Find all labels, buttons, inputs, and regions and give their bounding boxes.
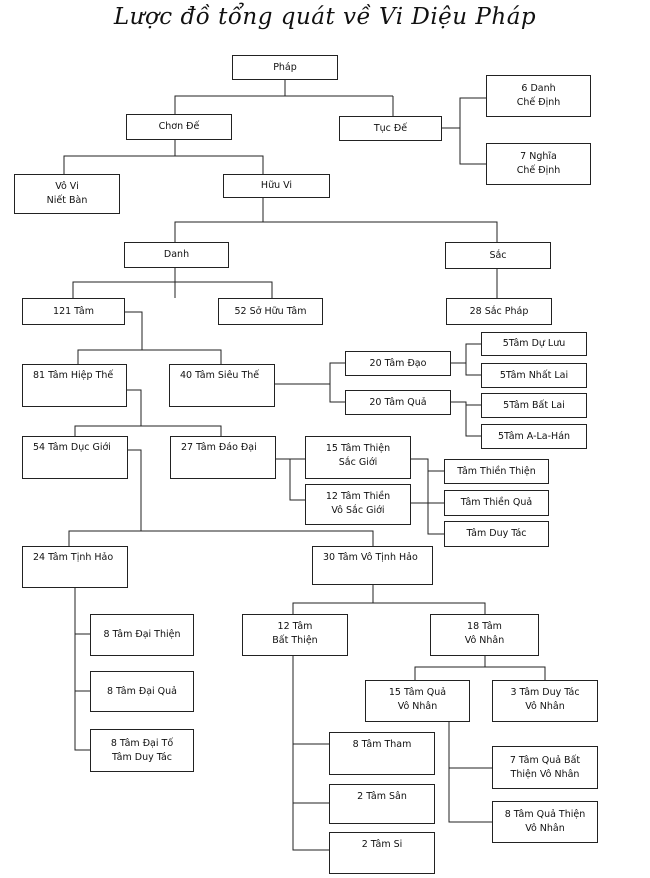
node-30-tam-vo-tinh-hao: 30 Tâm Vô Tịnh Hảo: [312, 546, 433, 585]
diagram-title: Lược đồ tổng quát về Vi Diệu Pháp: [113, 4, 537, 30]
node-7-tam-qua-bat-thien-vo-nhan: 7 Tâm Quả Bất Thiện Vô Nhân: [492, 746, 598, 789]
node-28-sac-phap: 28 Sắc Pháp: [446, 298, 552, 325]
node-phap: Pháp: [232, 55, 338, 80]
node-12-tam-thien-vo-sac-gioi: 12 Tâm Thiền Vô Sắc Giới: [305, 484, 411, 525]
node-tuc-de: Tục Đế: [339, 116, 442, 141]
node-18-tam-vo-nhan: 18 Tâm Vô Nhân: [430, 614, 539, 656]
node-20-tam-dao: 20 Tâm Đạo: [345, 351, 451, 376]
node-27-tam-dao-dai: 27 Tâm Đáo Đại: [170, 436, 276, 479]
node-6-danh-che-dinh: 6 Danh Chế Định: [486, 75, 591, 117]
node-5-tam-bat-lai: 5Tâm Bất Lai: [481, 393, 587, 418]
node-sac: Sắc: [445, 242, 551, 269]
node-24-tam-tinh-hao: 24 Tâm Tịnh Hảo: [22, 546, 128, 588]
node-2-tam-si: 2 Tâm Si: [329, 832, 435, 874]
node-chon-de: Chơn Đế: [126, 114, 232, 140]
node-15-tam-thien-sac-gioi: 15 Tâm Thiện Sắc Giới: [305, 436, 411, 479]
node-tam-duy-tac: Tâm Duy Tác: [444, 521, 549, 547]
node-5-tam-du-luu: 5Tâm Dự Lưu: [481, 332, 587, 356]
node-12-tam-bat-thien: 12 Tâm Bất Thiện: [242, 614, 348, 656]
node-8-tam-qua-thien-vo-nhan: 8 Tâm Quả Thiện Vô Nhân: [492, 801, 598, 843]
node-81-tam-hiep-the: 81 Tâm Hiệp Thế: [22, 364, 127, 407]
node-vo-vi-niet-ban: Vô Vi Niết Bàn: [14, 174, 120, 214]
node-danh: Danh: [124, 242, 229, 268]
node-tam-thien-qua: Tâm Thiền Quả: [444, 490, 549, 516]
node-5-tam-nhat-lai: 5Tâm Nhất Lai: [481, 363, 587, 388]
node-20-tam-qua: 20 Tâm Quả: [345, 390, 451, 415]
node-huu-vi: Hữu Vi: [223, 174, 330, 198]
node-2-tam-san: 2 Tâm Sân: [329, 784, 435, 824]
node-5-tam-a-la-han: 5Tâm A-La-Hán: [481, 424, 587, 449]
node-15-tam-qua-vo-nhan: 15 Tâm Quả Vô Nhân: [365, 680, 470, 722]
node-8-tam-dai-qua: 8 Tâm Đại Quả: [90, 671, 194, 712]
node-3-tam-duy-tac-vo-nhan: 3 Tâm Duy Tác Vô Nhân: [492, 680, 598, 722]
node-8-tam-tham: 8 Tâm Tham: [329, 732, 435, 775]
node-7-nghia-che-dinh: 7 Nghĩa Chế Định: [486, 143, 591, 185]
node-121-tam: 121 Tâm: [22, 298, 125, 325]
node-40-tam-sieu-the: 40 Tâm Siêu Thế: [169, 364, 275, 407]
node-tam-thien-thien: Tâm Thiền Thiện: [444, 459, 549, 484]
node-8-tam-dai-thien: 8 Tâm Đại Thiện: [90, 614, 194, 656]
node-8-tam-dai-to-duy-tac: 8 Tâm Đại Tố Tâm Duy Tác: [90, 729, 194, 772]
node-54-tam-duc-gioi: 54 Tâm Dục Giới: [22, 436, 128, 479]
node-52-so-huu-tam: 52 Sở Hữu Tâm: [218, 298, 323, 325]
